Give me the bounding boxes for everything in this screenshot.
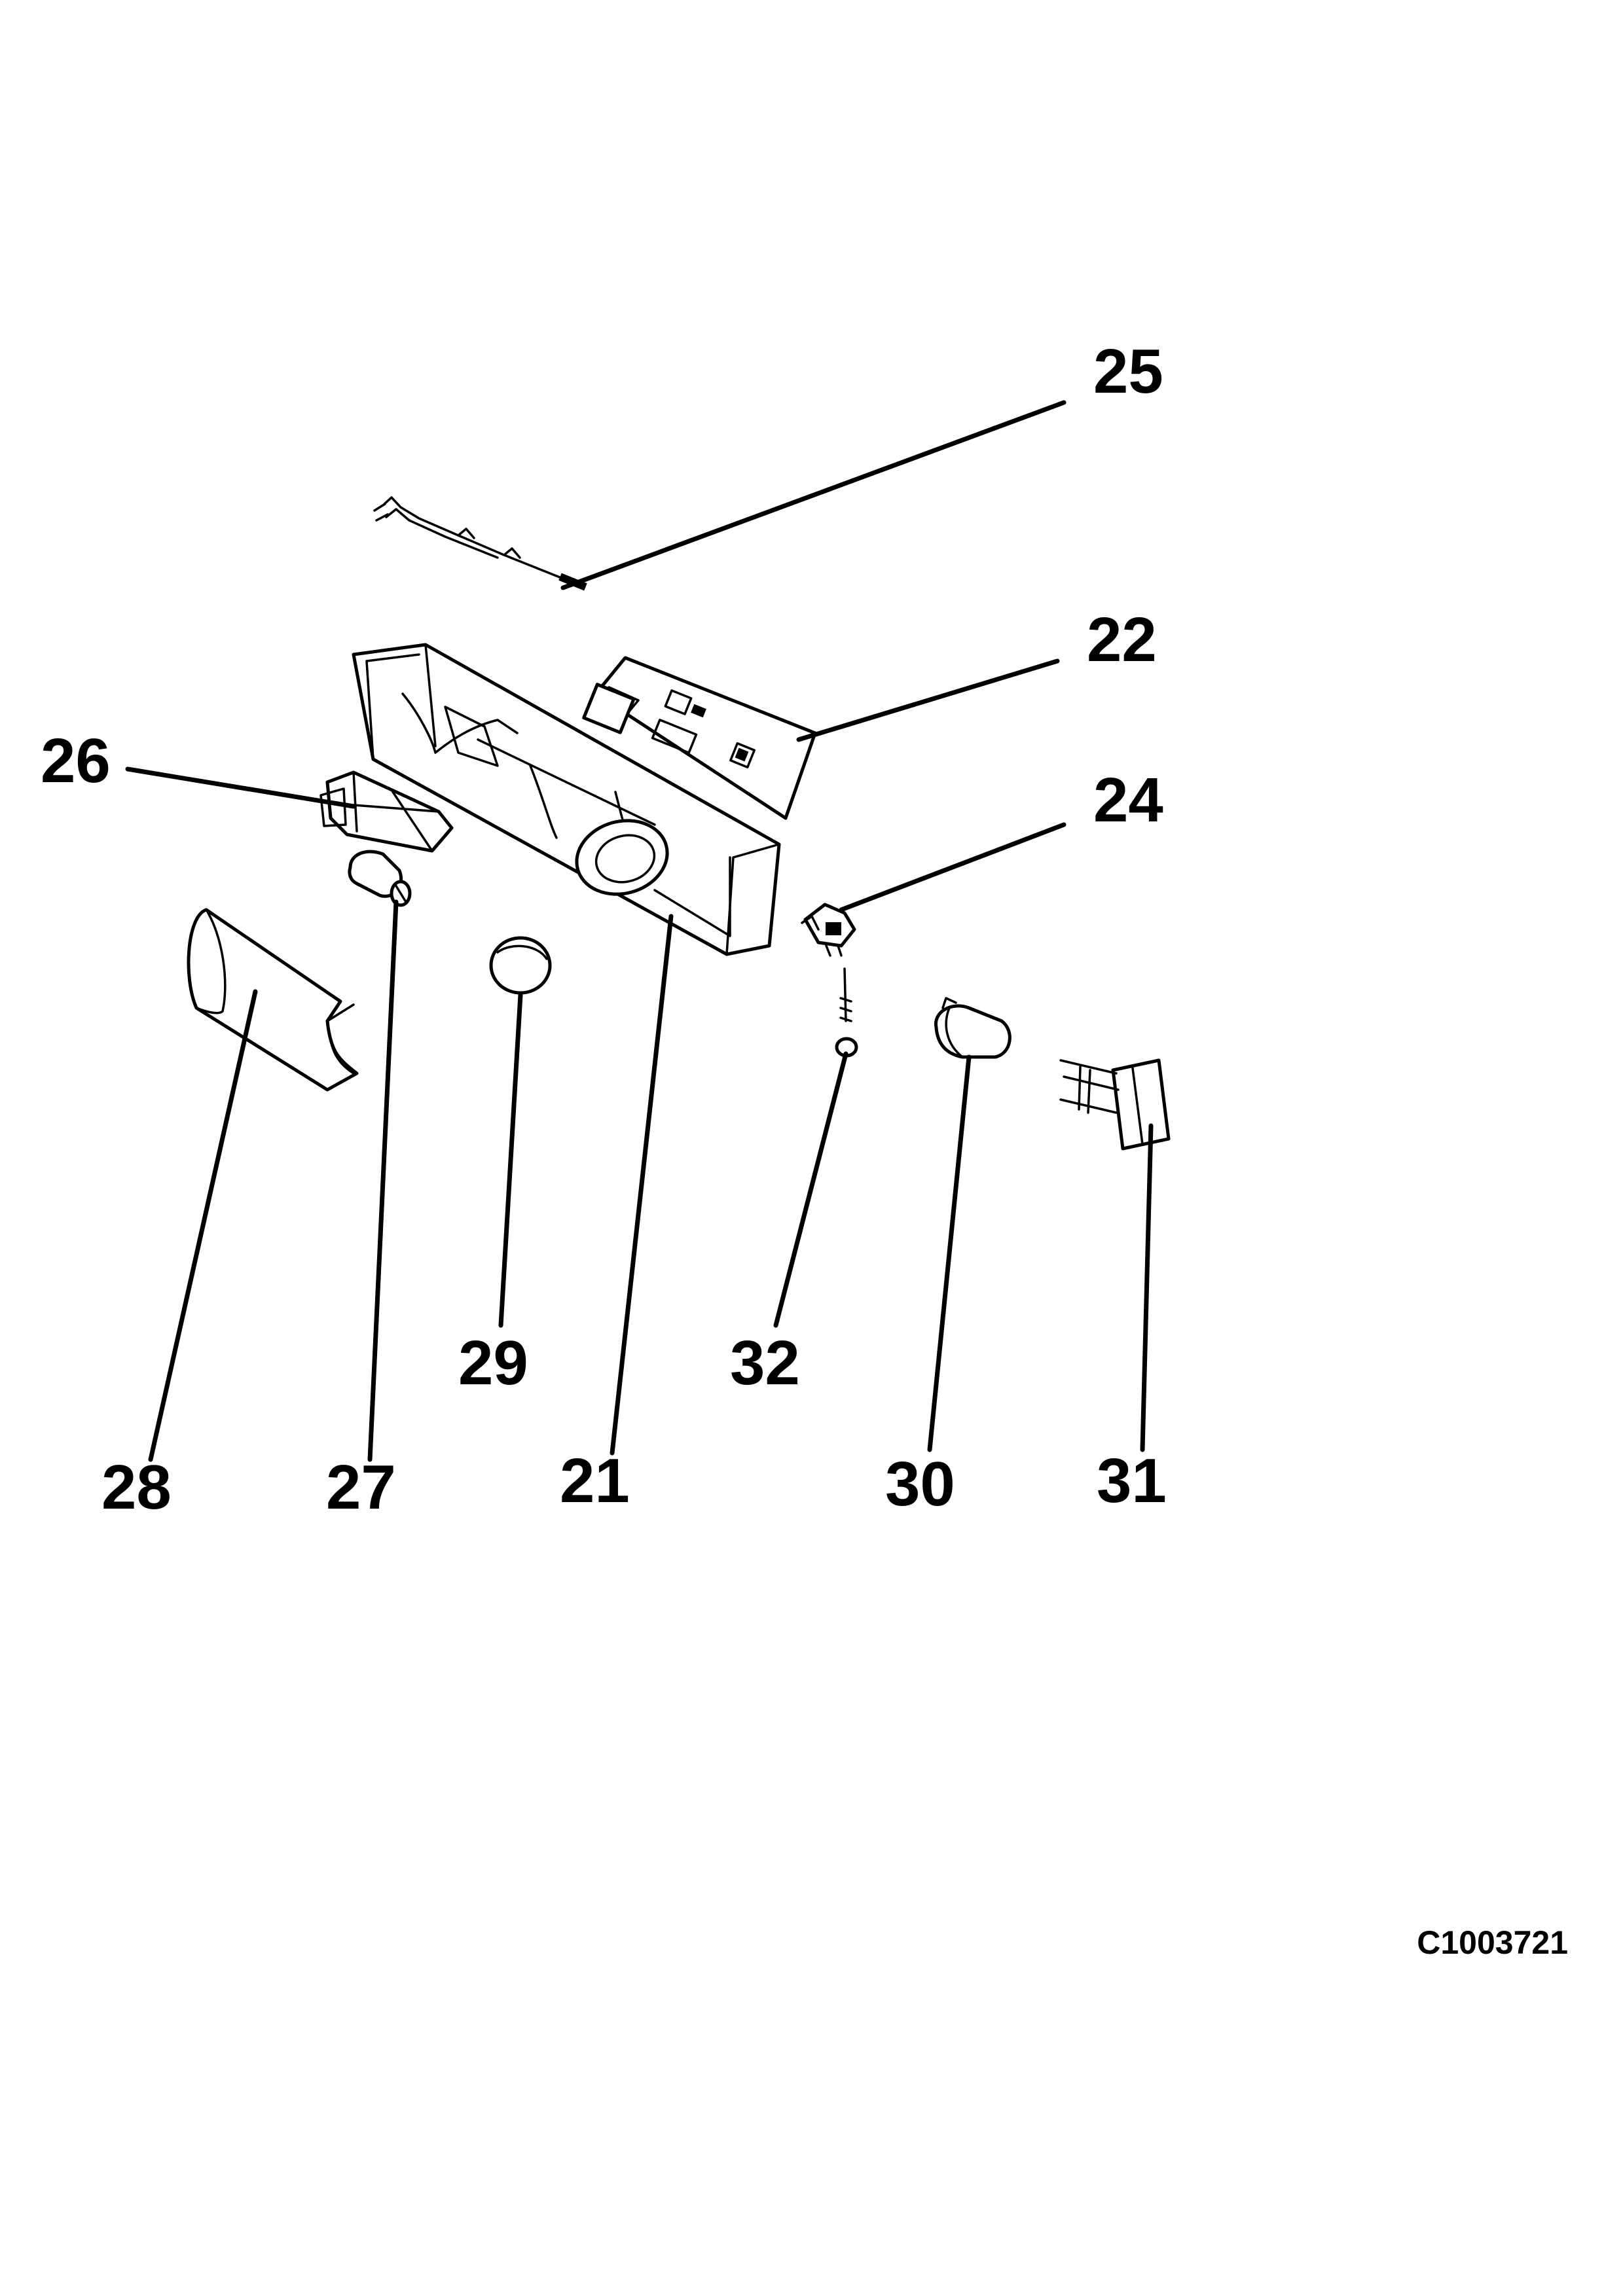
leader-28 [148, 989, 258, 1462]
drawing-number: C1003721 [1417, 1924, 1568, 1961]
bulb-part-27 [348, 850, 412, 907]
callout-26: 26 [41, 726, 111, 796]
leader-22 [796, 658, 1060, 742]
callout-31: 31 [1097, 1446, 1167, 1516]
lamp-holder-part-26 [319, 770, 454, 853]
spring-pin-part-32 [835, 967, 858, 1058]
leader-lines [125, 400, 1154, 1462]
callout-30: 30 [885, 1449, 955, 1519]
switch-part-24 [801, 903, 856, 957]
callout-28: 28 [101, 1452, 172, 1522]
lamp-cover-part-28 [187, 908, 359, 1092]
callout-21: 21 [560, 1446, 630, 1516]
callout-29: 29 [458, 1328, 528, 1398]
leader-29 [498, 992, 523, 1328]
leader-30 [927, 1054, 972, 1452]
pcb-board-part-22 [582, 656, 817, 820]
callout-32: 32 [730, 1328, 800, 1398]
leader-24 [839, 822, 1067, 912]
leader-25 [560, 400, 1067, 590]
control-panel-housing-part-21 [352, 643, 781, 956]
callout-25: 25 [1093, 336, 1163, 406]
rocker-switch-part-31 [1059, 1058, 1171, 1151]
leader-21 [610, 914, 674, 1456]
knob-part-29 [489, 936, 552, 995]
callout-24: 24 [1093, 765, 1163, 835]
callout-22: 22 [1087, 605, 1157, 675]
wire-harness-part-25 [373, 496, 587, 591]
leader-27 [367, 899, 399, 1462]
leader-26 [125, 766, 356, 809]
callout-labels: 25 22 24 26 29 32 28 27 21 30 31 [41, 336, 1167, 1522]
leader-32 [773, 1051, 848, 1328]
indicator-cap-part-30 [934, 997, 1012, 1059]
leader-31 [1140, 1123, 1154, 1452]
callout-27: 27 [326, 1452, 396, 1522]
